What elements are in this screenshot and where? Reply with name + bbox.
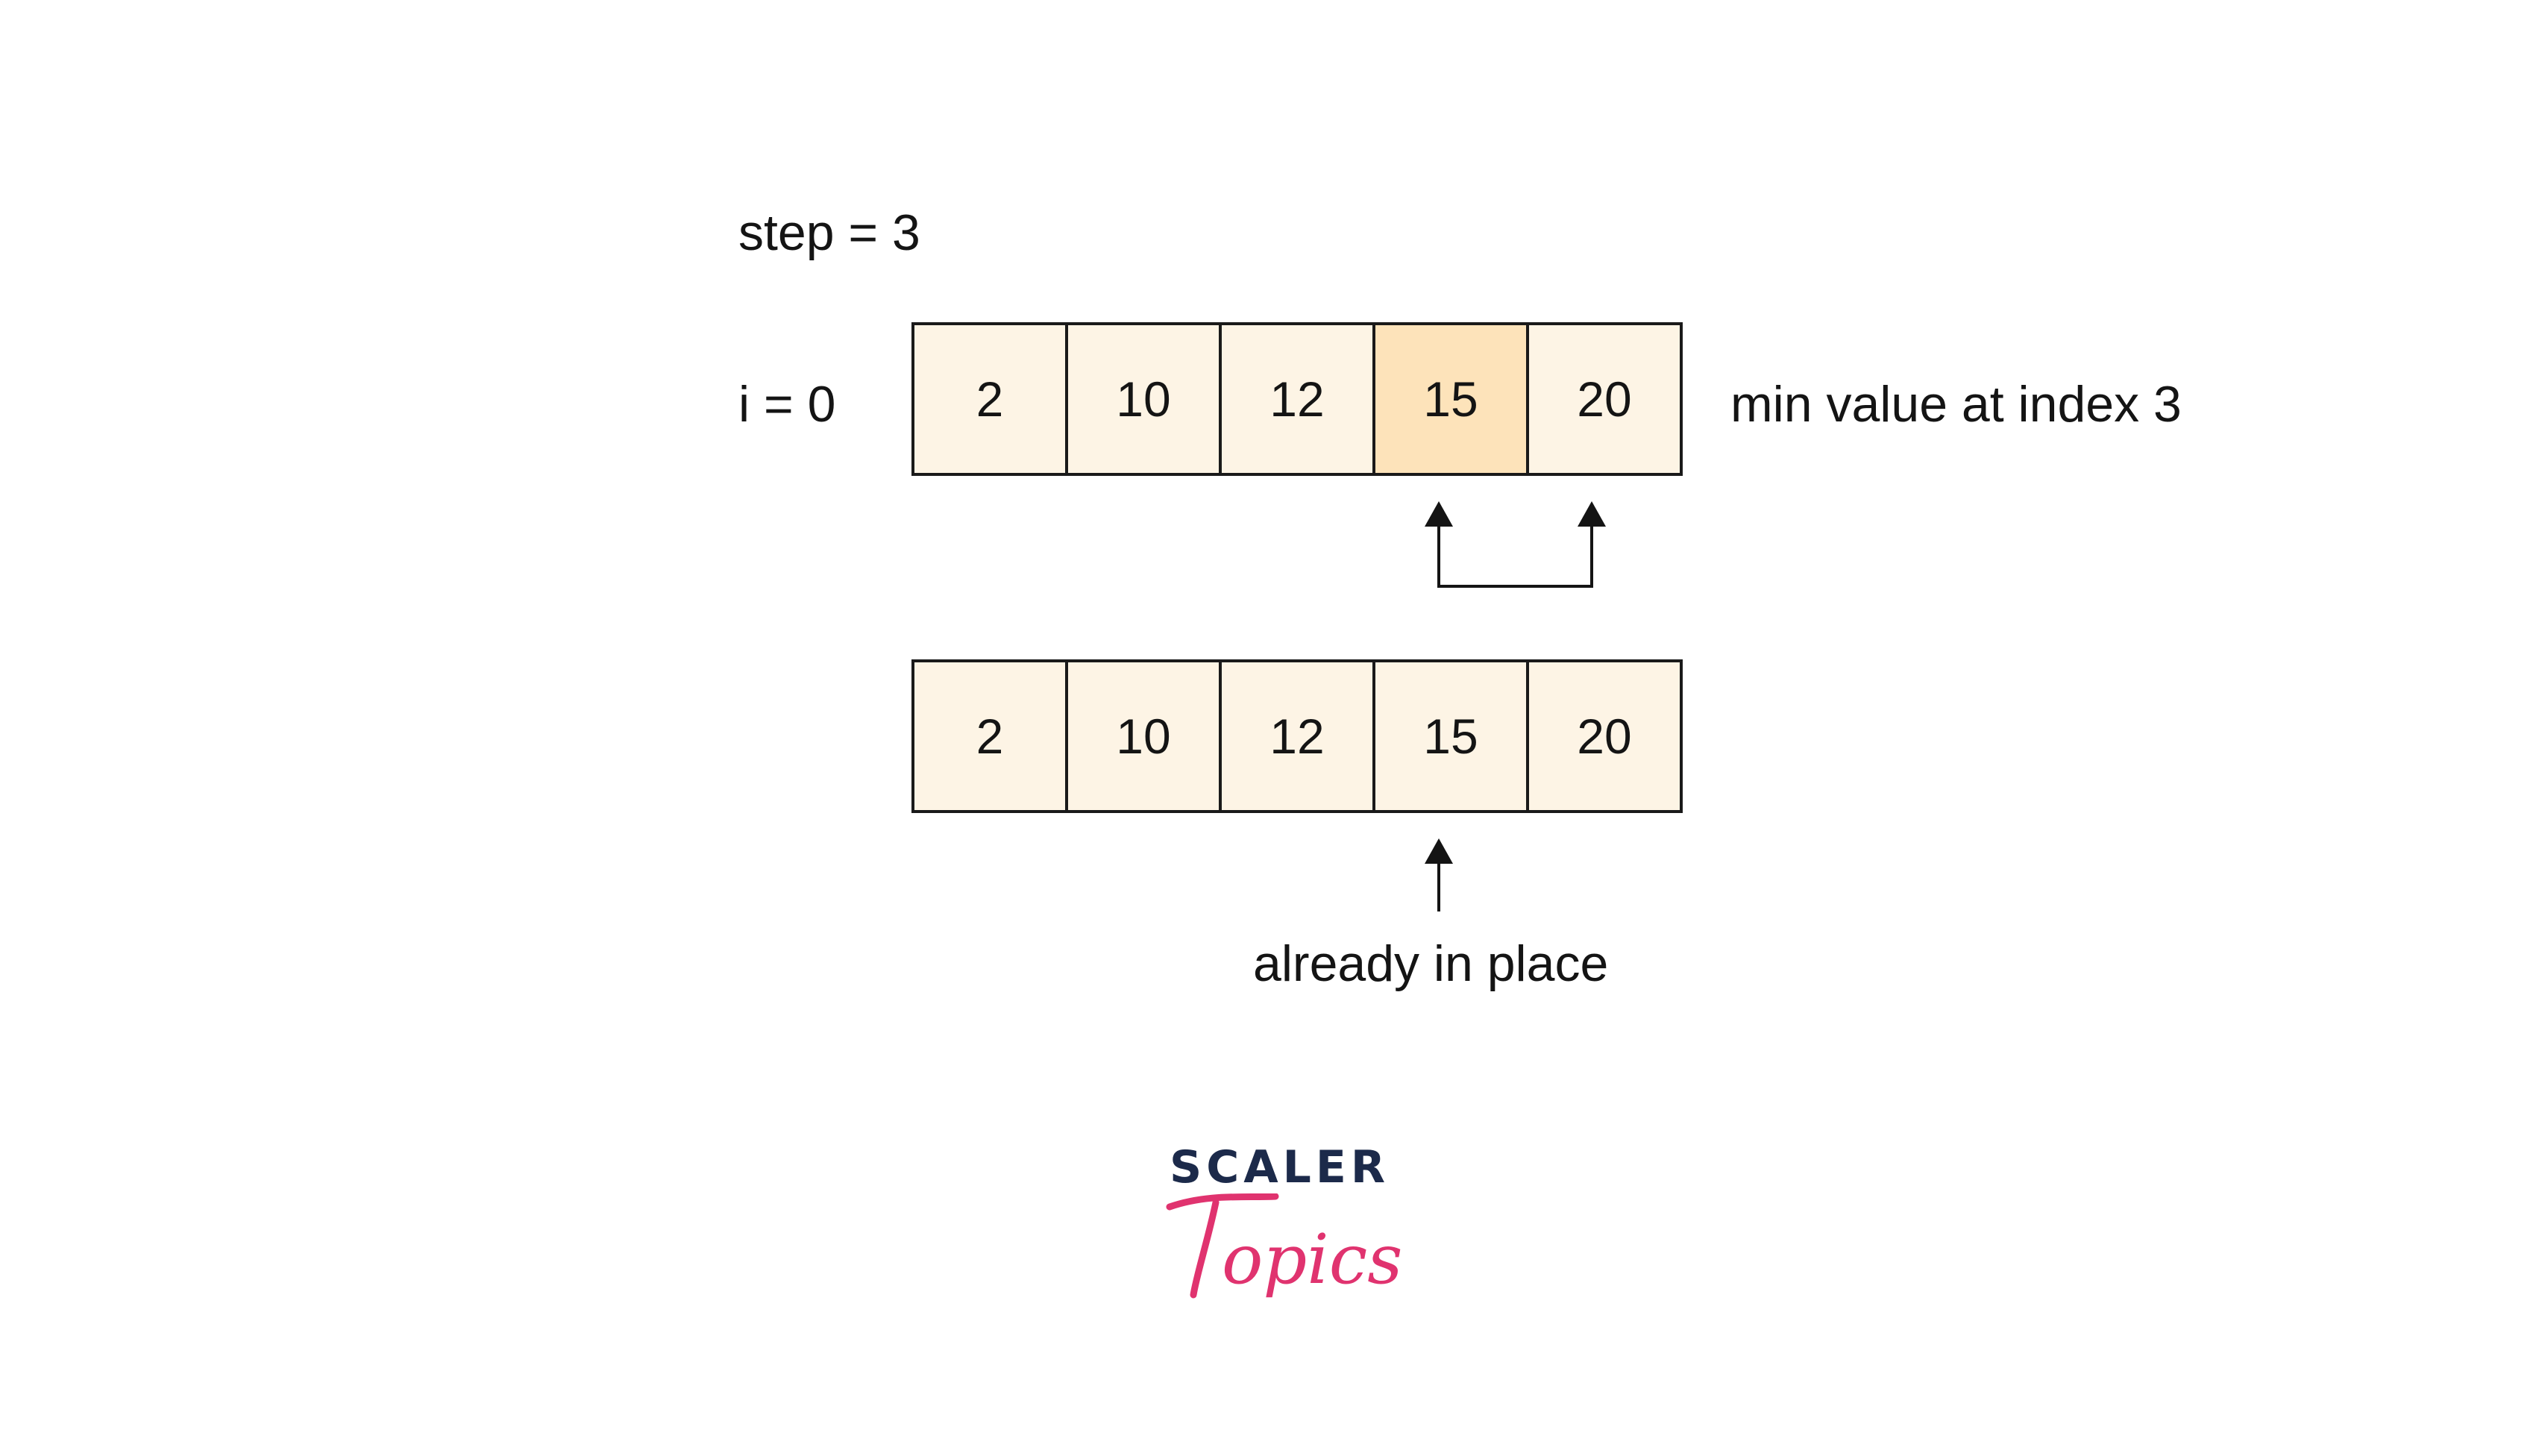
bottom-array: 2 10 12 15 20 (911, 659, 1683, 813)
logo-script-mark: opics (1166, 1193, 1402, 1299)
min-value-label: min value at index 3 (1730, 376, 2182, 433)
top-array-cell-min: 15 (1375, 325, 1529, 473)
svg-text:opics: opics (1222, 1220, 1402, 1299)
bottom-array-cell: 10 (1068, 662, 1222, 810)
swap-arrow-head-left (1425, 501, 1453, 527)
swap-arrow-head-right (1578, 501, 1606, 527)
bottom-array-cell: 2 (914, 662, 1068, 810)
bottom-array-cell: 20 (1529, 662, 1680, 810)
swap-arrow (1437, 522, 1593, 588)
top-array-cell: 20 (1529, 325, 1680, 473)
logo-top-text: SCALER (1170, 1141, 1390, 1193)
in-place-arrow-head (1425, 838, 1453, 864)
step-label: step = 3 (738, 204, 920, 261)
scaler-topics-logo: SCALER opics (1164, 1141, 1410, 1335)
i-label: i = 0 (738, 376, 836, 433)
bottom-array-cell: 12 (1222, 662, 1375, 810)
top-array-cell: 12 (1222, 325, 1375, 473)
top-array-cell: 2 (914, 325, 1068, 473)
already-in-place-label: already in place (1253, 935, 1609, 992)
top-array-cell: 10 (1068, 325, 1222, 473)
top-array: 2 10 12 15 20 (911, 322, 1683, 476)
bottom-array-cell: 15 (1375, 662, 1529, 810)
